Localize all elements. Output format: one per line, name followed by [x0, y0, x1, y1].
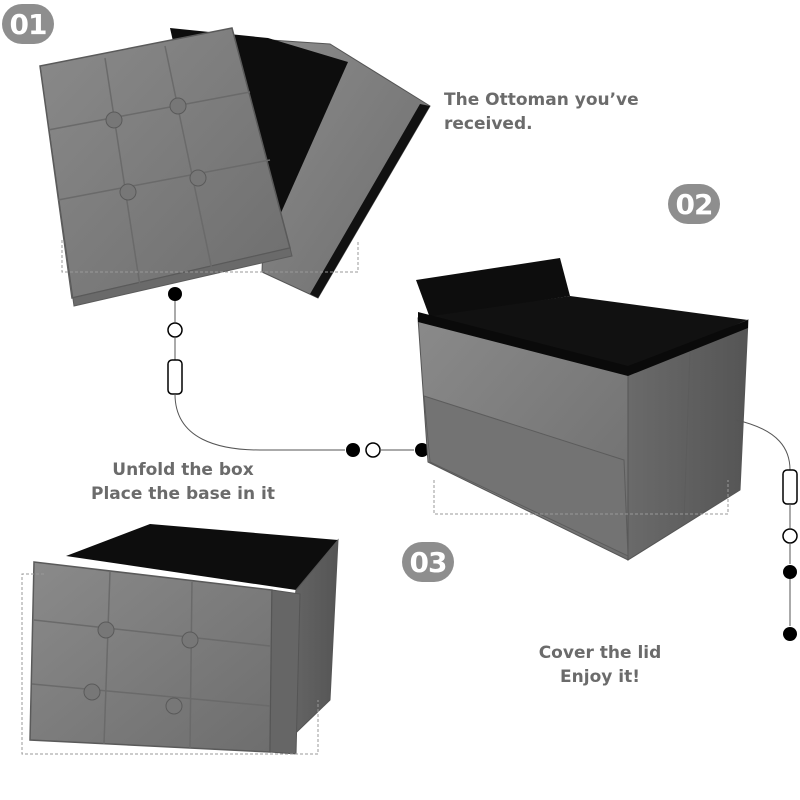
step-1-badge: 01	[2, 4, 54, 44]
step-1-caption-line-2: received.	[444, 114, 533, 134]
step-2-caption: Unfold the box Place the base in it	[78, 458, 288, 506]
step-3-caption: Cover the lid Enjoy it!	[528, 641, 672, 689]
step-2-badge: 02	[668, 184, 720, 224]
folded-ottoman	[39, 27, 431, 307]
connector-2-3	[735, 419, 798, 641]
step-1-caption-line-1: The Ottoman you’ve	[444, 90, 639, 110]
assembled-ottoman	[21, 524, 339, 755]
step-3-caption-line-2: Enjoy it!	[560, 667, 640, 687]
step-2-caption-line-1: Unfold the box	[112, 460, 254, 480]
step-3-caption-line-1: Cover the lid	[538, 643, 662, 663]
step-3-badge: 03	[402, 542, 454, 582]
step-2-caption-line-2: Place the base in it	[91, 484, 275, 504]
connector-1-2	[167, 287, 429, 458]
step-1-caption: The Ottoman you’ve received.	[444, 88, 639, 136]
open-box	[416, 258, 749, 561]
